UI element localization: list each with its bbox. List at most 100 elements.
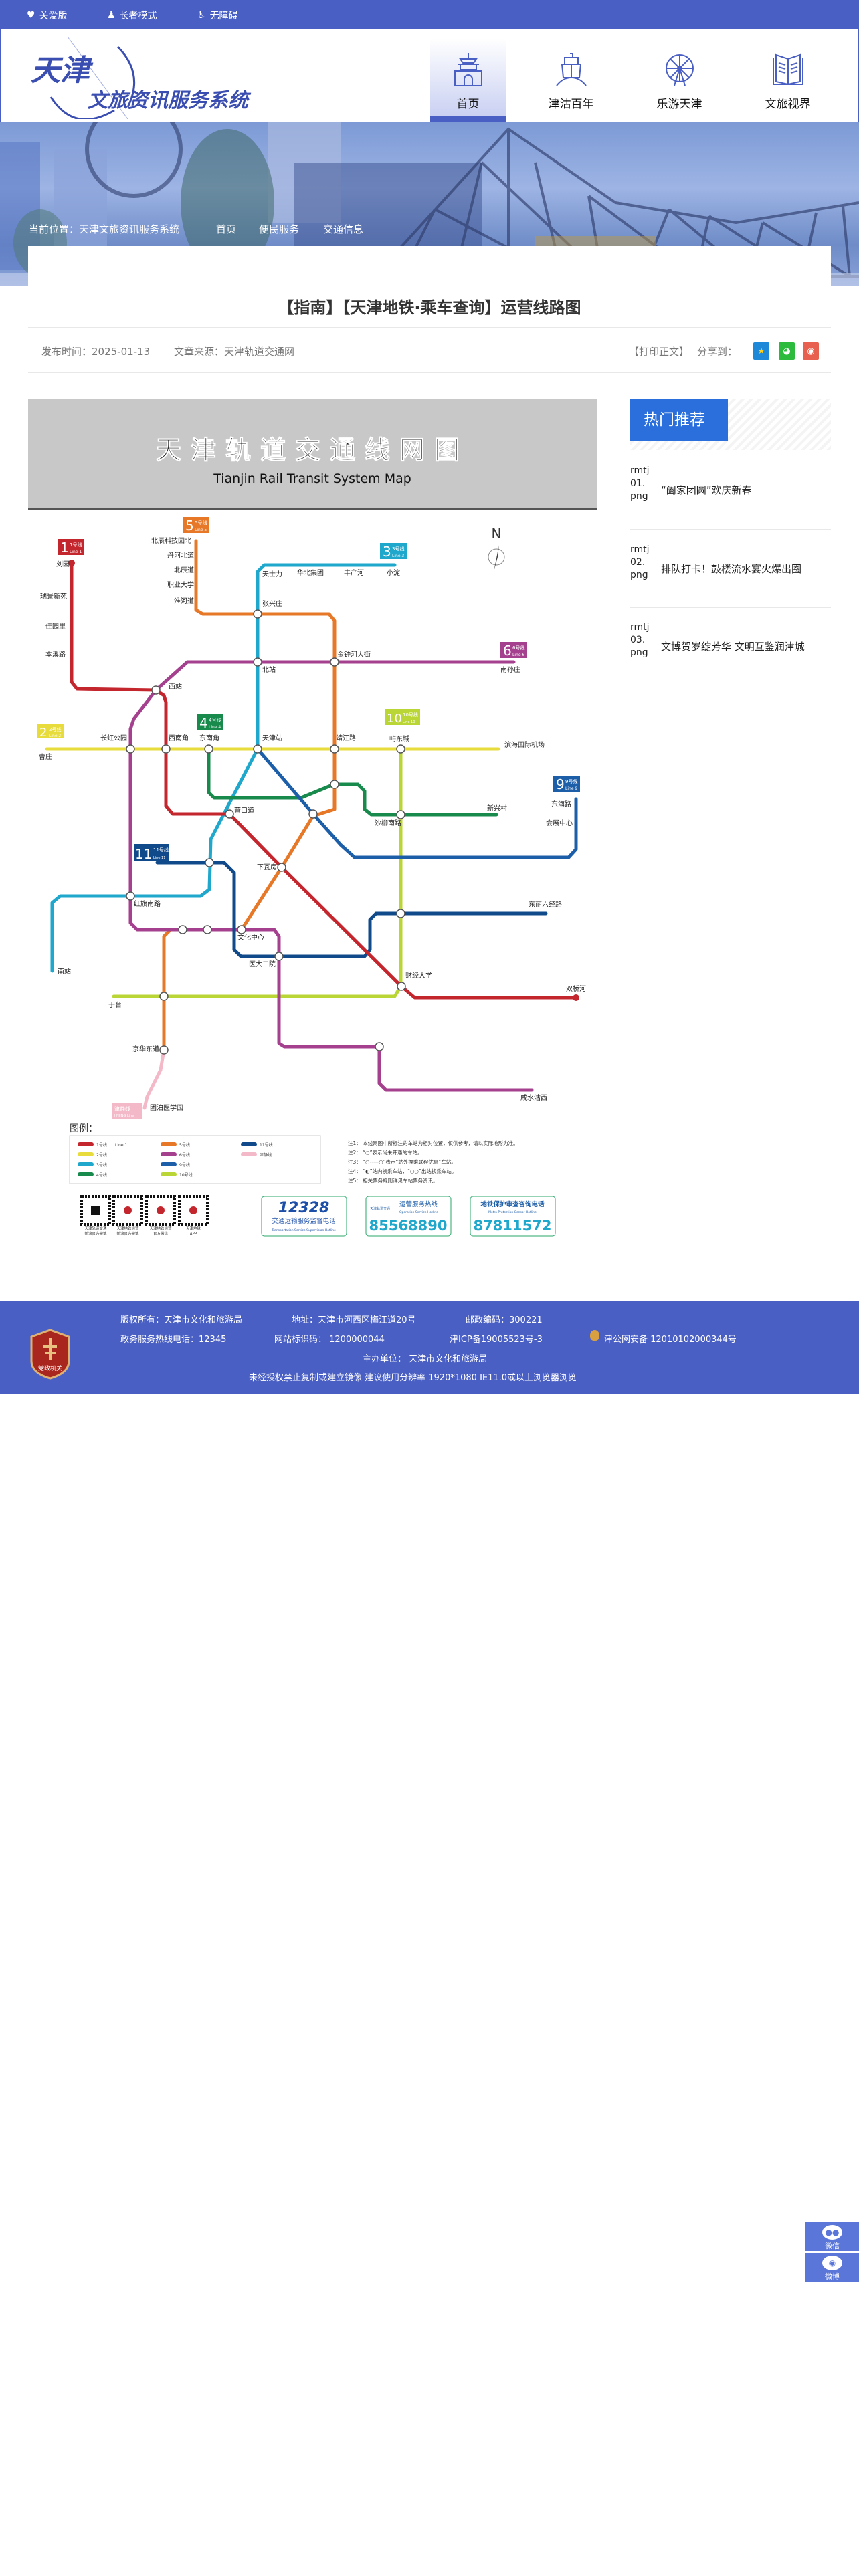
care-mode-link[interactable]: ♥关爱版 <box>27 10 68 21</box>
station: 天津站 <box>262 734 282 742</box>
hot-item-title[interactable]: 文博贺岁绽芳华 文明互鉴润津城 <box>661 641 805 653</box>
breadcrumb-services[interactable]: 便民服务 <box>259 223 300 235</box>
hot-item[interactable]: rmtj03.png 文博贺岁绽芳华 文明互鉴润津城 <box>630 622 831 714</box>
site-header: 天津 文旅资讯服务系统 首页 津沽百年 乐游天津 文旅视界 <box>0 29 859 122</box>
legend-line-2: 2号线 <box>78 1152 107 1158</box>
legend-box <box>69 1135 321 1184</box>
nav-culture-tourism-vision[interactable]: 文旅视界 <box>750 29 826 122</box>
float-weibo-button[interactable]: ◉微博 <box>805 2253 859 2282</box>
divider <box>28 372 831 373</box>
hot-item-title[interactable]: “阖家团圆”欢庆新春 <box>661 484 752 496</box>
station: 营口道 <box>234 806 254 815</box>
nav-home[interactable]: 首页 <box>430 29 506 122</box>
broken-image-placeholder: rmtj02.png <box>630 544 650 580</box>
svg-text:5号线: 5号线 <box>179 1142 190 1148</box>
station: 丰产河 <box>344 568 364 577</box>
weibo-icon: ◉ <box>822 2256 842 2270</box>
footer-sponsor: 主办单位： 天津市文化和旅游局 <box>363 1354 488 1364</box>
qzone-share-button[interactable]: ★ <box>753 342 769 360</box>
legend-line-jinjing: 津静线 <box>241 1152 272 1158</box>
hot-item-title[interactable]: 排队打卡！鼓楼流水宴火爆出圈 <box>661 563 802 575</box>
tower-gate-icon <box>454 53 482 86</box>
party-government-badge[interactable]: 党政机关 <box>29 1329 72 1380</box>
weibo-share-button[interactable]: ◉ <box>803 342 819 360</box>
accessibility-link[interactable]: ♿无障碍 <box>197 10 238 21</box>
footer-hotline: 政务服务热线电话：12345 <box>120 1335 227 1345</box>
content-panel-top <box>28 246 831 286</box>
nav-jingu-centennial[interactable]: 津沽百年 <box>533 29 609 122</box>
svg-text:Line 9: Line 9 <box>565 786 577 791</box>
svg-text:85568890: 85568890 <box>369 1218 448 1234</box>
station: 咸水沽西 <box>520 1093 547 1102</box>
svg-text:党政机关: 党政机关 <box>38 1364 62 1372</box>
svg-text:3: 3 <box>383 544 391 560</box>
line-11-path <box>155 861 548 958</box>
station-labels: 刘园 瑞景新苑 佳园里 本溪路 西站 北辰科技园北 丹河北道 北辰道 职业大学 … <box>39 536 586 1112</box>
heart-icon: ♥ <box>27 10 35 21</box>
station: 靖江路 <box>336 734 356 742</box>
svg-text:Line 1: Line 1 <box>115 1143 127 1148</box>
svg-text:11号线: 11号线 <box>153 847 169 853</box>
station: 北站 <box>262 665 276 674</box>
ship-icon <box>556 53 587 86</box>
map-notes: 注1： 本线网图中所标注的车站为相对位置，仅供参考，请以实际地形为准。 注2： … <box>348 1140 518 1184</box>
svg-text:注3： “○-----○”表示“站外换乘联程优惠”车站。: 注3： “○-----○”表示“站外换乘联程优惠”车站。 <box>348 1158 456 1165</box>
wechat-share-button[interactable]: ◕ <box>779 342 795 360</box>
article-title: 【指南】【天津地铁·乘车查询】运营线路图 <box>278 298 581 317</box>
svg-text:87811572: 87811572 <box>474 1218 552 1234</box>
station: 滨海国际机场 <box>504 740 545 749</box>
svg-text:9号线: 9号线 <box>179 1162 190 1168</box>
station: 下瓦房 <box>257 863 277 871</box>
svg-text:4号线: 4号线 <box>96 1172 107 1178</box>
breadcrumb-home[interactable]: 首页 <box>216 223 237 235</box>
footer-police-record-link[interactable]: 津公网安备 12010102000344号 <box>604 1335 737 1345</box>
svg-text:3号线: 3号线 <box>96 1162 107 1168</box>
float-wechat-button[interactable]: ●●微信 <box>805 2222 859 2251</box>
breadcrumb-traffic[interactable]: 交通信息 <box>323 223 364 235</box>
hot-item[interactable]: rmtj01.png “阖家团圆”欢庆新春 <box>630 465 831 557</box>
station: 职业大学 <box>167 580 194 589</box>
svg-text:Line 10: Line 10 <box>403 720 415 724</box>
svg-text:津静线: 津静线 <box>114 1105 130 1112</box>
legend-line-10: 10号线 <box>161 1172 193 1178</box>
nav-enjoy-tianjin[interactable]: 乐游天津 <box>642 29 717 122</box>
svg-text:5: 5 <box>185 518 194 534</box>
station: 佳园里 <box>45 622 66 631</box>
elder-mode-link[interactable]: ♟长者模式 <box>107 10 157 21</box>
wechat-icon: ◕ <box>783 346 791 356</box>
svg-text:运营服务热线: 运营服务热线 <box>399 1200 438 1208</box>
legend-line-3: 3号线 <box>78 1162 107 1168</box>
top-bar: ♥关爱版 ♟长者模式 ♿无障碍 <box>0 0 859 29</box>
station: 张兴庄 <box>262 599 282 608</box>
print-link[interactable]: 【打印正文】 <box>629 346 690 358</box>
divider <box>630 607 831 608</box>
station: 西站 <box>169 682 182 691</box>
site-footer: 党政机关 版权所有：天津市文化和旅游局 地址：天津市河西区梅江道20号 邮政编码… <box>0 1301 859 1394</box>
footer-icp-link[interactable]: 津ICP备19005523号-3 <box>450 1335 543 1345</box>
svg-text:注4： “◐”站内换乘车站，“○○”出站换乘车站。: 注4： “◐”站内换乘车站，“○○”出站换乘车站。 <box>348 1168 456 1174</box>
station: 新兴村 <box>487 804 507 813</box>
svg-text:天津地铁运营新浪官方微博: 天津地铁运营新浪官方微博 <box>116 1226 139 1237</box>
station: 曹庄 <box>39 752 52 761</box>
svg-text:Line 5: Line 5 <box>195 528 207 532</box>
interchange-stations <box>126 609 406 1055</box>
police-emblem-icon <box>590 1330 599 1341</box>
svg-text:10号线: 10号线 <box>403 712 418 718</box>
line-6-path <box>128 660 534 1092</box>
site-logo[interactable]: 天津 文旅资讯服务系统 <box>27 33 285 121</box>
svg-text:6: 6 <box>503 643 512 659</box>
hot-item[interactable]: rmtj02.png 排队打卡！鼓楼流水宴火爆出圈 <box>630 544 831 636</box>
svg-text:天津地铁运营官方微信: 天津地铁运营官方微信 <box>149 1226 172 1237</box>
svg-text:Operation Service Hotline: Operation Service Hotline <box>399 1210 438 1214</box>
weibo-icon: ◉ <box>807 346 815 356</box>
svg-text:津静线: 津静线 <box>260 1152 272 1158</box>
north-arrow: N <box>488 526 505 572</box>
